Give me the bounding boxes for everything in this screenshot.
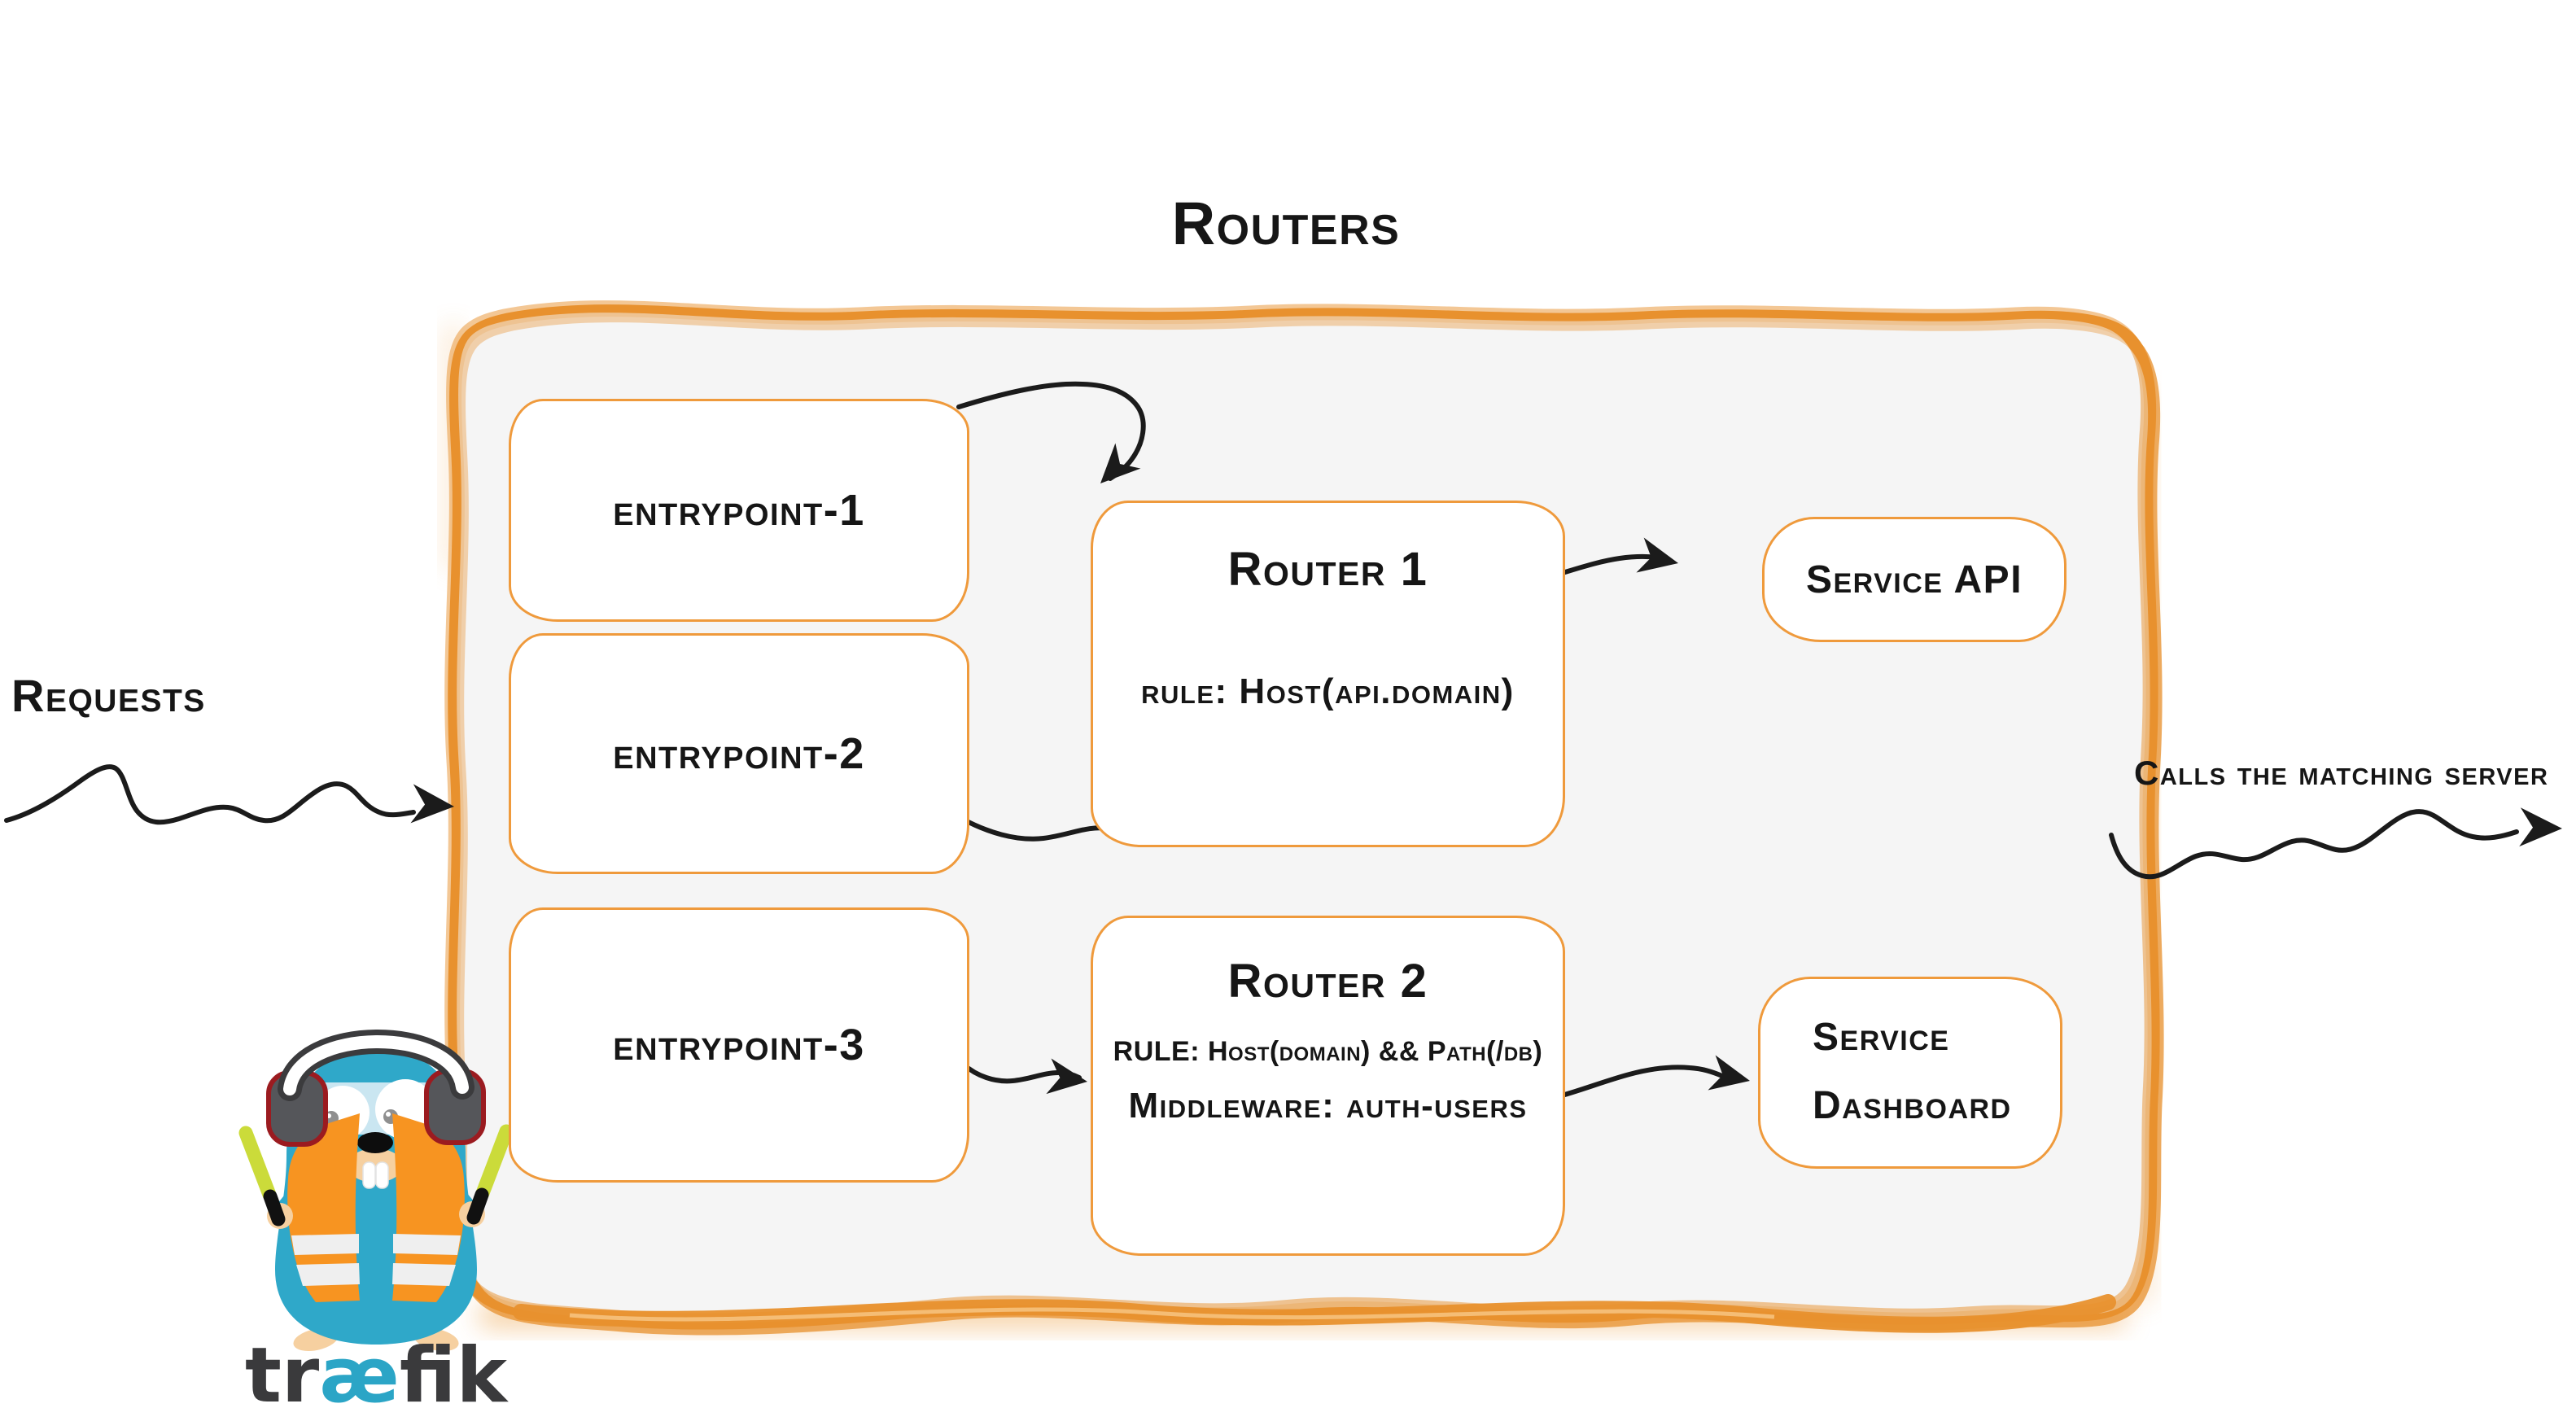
- vest-stripe-left-1: [291, 1234, 359, 1255]
- entrypoint-2-box: entrypoint-2: [509, 633, 969, 874]
- gopher-vest-left: [287, 1113, 360, 1302]
- baton-right-handle: [466, 1187, 489, 1225]
- router-1-box: Router 1 rule: Host(api.domain): [1091, 501, 1565, 847]
- router-2-box: Router 2 RULE: Host(domain) && Path(/db)…: [1091, 916, 1565, 1256]
- vest-stripe-right-2: [392, 1263, 456, 1286]
- router-2-title: Router 2: [1227, 955, 1428, 1008]
- baton-left-handle: [263, 1189, 286, 1227]
- vest-stripe-left-2: [296, 1263, 360, 1286]
- wordmark-ae: æ: [319, 1331, 400, 1408]
- gopher-headband-inner: [283, 1035, 469, 1095]
- baton-right: [475, 1124, 514, 1200]
- arrow-router1-service-api: [1549, 537, 1678, 579]
- vest-stripe-right-1: [393, 1234, 461, 1255]
- page-title: Routers: [1171, 190, 1401, 257]
- arrow-requests: [4, 764, 454, 825]
- router-1-rule: rule: Host(api.domain): [1141, 671, 1515, 711]
- calls-matching-server-label: Calls the matching server: [2134, 754, 2549, 792]
- wordmark-fik: fik: [400, 1331, 510, 1408]
- gopher-tooth-left: [362, 1161, 376, 1189]
- entrypoint-3-label: entrypoint-3: [613, 1021, 865, 1069]
- entrypoint-1-label: entrypoint-1: [613, 486, 865, 535]
- gopher-tooth-right: [375, 1161, 389, 1189]
- router-2-middleware: Middleware: auth-users: [1128, 1086, 1528, 1126]
- gopher-nose: [357, 1132, 393, 1153]
- traefik-gopher: træfik: [238, 1030, 514, 1408]
- arrow-calls-out: [2109, 807, 2562, 880]
- arrow-router2-service-dashboard: [1554, 1055, 1750, 1100]
- entrypoint-3-box: entrypoint-3: [509, 907, 969, 1183]
- router-2-rule: RULE: Host(domain) && Path(/db): [1113, 1036, 1543, 1067]
- baton-left: [238, 1126, 277, 1202]
- entrypoint-1-box: entrypoint-1: [509, 399, 969, 622]
- arrow-entrypoint1-router1: [956, 381, 1146, 483]
- entrypoint-2-label: entrypoint-2: [613, 729, 865, 778]
- router-1-title: Router 1: [1227, 543, 1428, 596]
- service-dashboard-label: Service Dashboard: [1813, 1016, 2012, 1127]
- gopher-vest-right: [392, 1113, 465, 1302]
- service-api-label: Service API: [1805, 558, 2023, 601]
- wordmark-tr: tr: [245, 1331, 320, 1408]
- requests-label: Requests: [11, 670, 206, 721]
- service-api-box: Service API: [1762, 517, 2066, 642]
- service-dashboard-box: Service Dashboard: [1758, 977, 2062, 1169]
- pupil-highlight-right: [386, 1112, 391, 1117]
- traefik-wordmark: træfik: [245, 1331, 509, 1408]
